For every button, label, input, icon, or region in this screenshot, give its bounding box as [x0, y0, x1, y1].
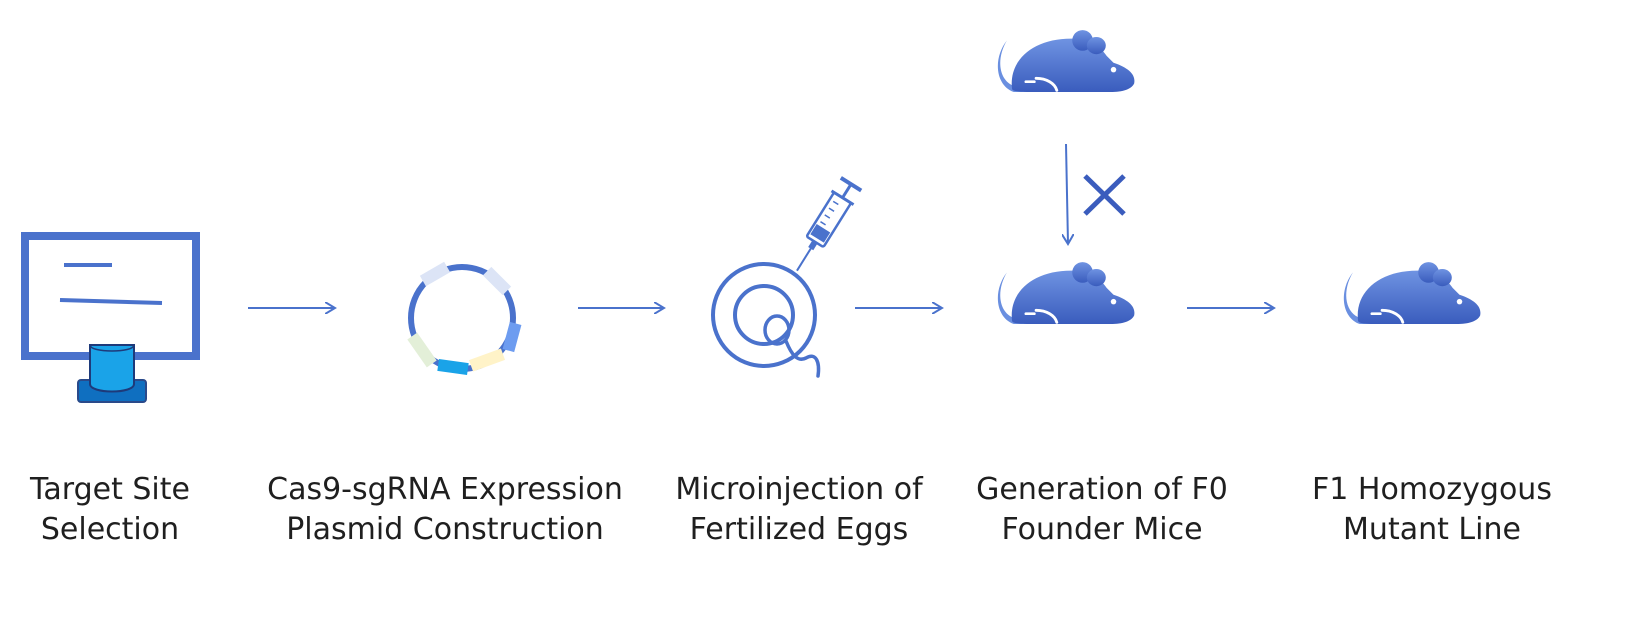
- step-label-target-site: Target Site Selection: [15, 470, 205, 550]
- step-label-f1-mutant: F1 Homozygous Mutant Line: [1308, 470, 1556, 550]
- step-label-line1: Generation of F0: [976, 472, 1228, 507]
- monitor-icon: [21, 232, 200, 403]
- cross-arrow-down: [1066, 143, 1068, 244]
- mouse-icon-f0: [996, 260, 1136, 326]
- step-label-line1: Cas9-sgRNA Expression: [267, 472, 623, 507]
- mouse-icon-f1: [1342, 260, 1482, 326]
- step-label-line2: Selection: [40, 512, 180, 547]
- step-label-f0-founder: Generation of F0 Founder Mice: [971, 470, 1233, 550]
- step-label-line1: Target Site: [30, 472, 190, 507]
- step-label-plasmid: Cas9-sgRNA Expression Plasmid Constructi…: [259, 470, 631, 550]
- microinjection-egg-icon: [711, 262, 821, 378]
- step-label-line1: Microinjection of: [675, 472, 923, 507]
- plasmid-icon: [407, 261, 522, 376]
- step-label-line2: Fertilized Eggs: [689, 512, 909, 547]
- step-label-microinjection: Microinjection of Fertilized Eggs: [669, 470, 929, 550]
- step-label-line2: Mutant Line: [1343, 512, 1521, 547]
- syringe-icon: [796, 176, 863, 272]
- mouse-icon-parent: [996, 28, 1136, 94]
- step-label-line1: F1 Homozygous: [1312, 472, 1552, 507]
- cross-icon: [1083, 174, 1126, 216]
- step-label-line2: Founder Mice: [1001, 512, 1203, 547]
- step-label-line2: Plasmid Construction: [286, 512, 604, 547]
